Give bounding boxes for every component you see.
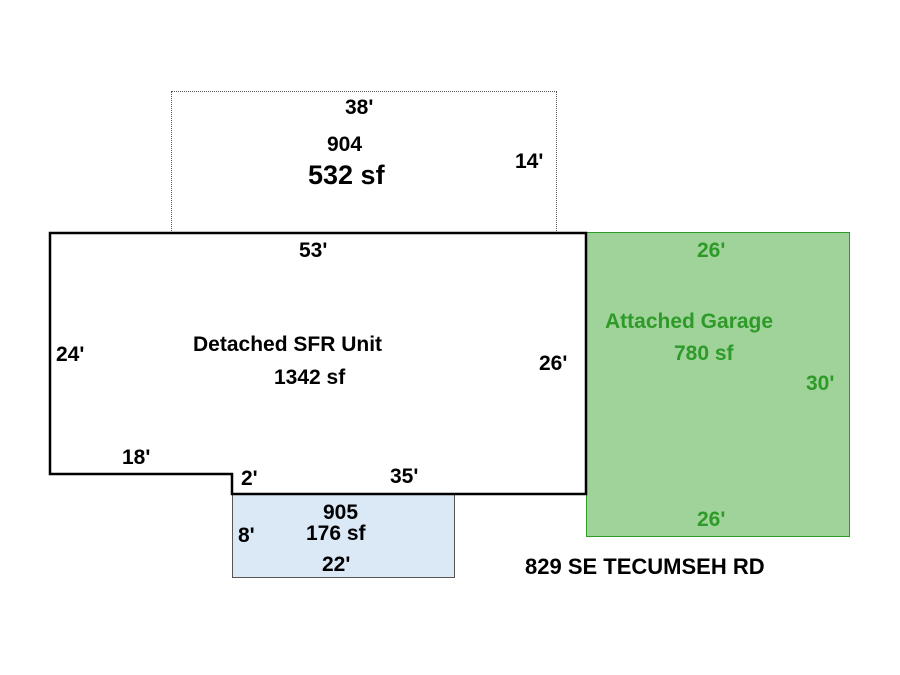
property-address: 829 SE TECUMSEH RD xyxy=(525,554,765,579)
main-right-label: 26' xyxy=(539,352,568,375)
upper-width-label: 38' xyxy=(345,96,374,119)
upper-code-label: 904 xyxy=(327,133,363,156)
detached-sfr-unit xyxy=(48,231,588,496)
garage-name: Attached Garage xyxy=(605,310,774,333)
garage-side-label: 30' xyxy=(806,372,835,395)
main-unit-name: Detached SFR Unit xyxy=(193,333,383,356)
upper-section-904 xyxy=(171,91,557,233)
main-bottom-left-label: 18' xyxy=(122,446,151,469)
addition-code-label: 905 xyxy=(323,501,359,524)
main-unit-area: 1342 sf xyxy=(274,366,346,389)
main-top-label: 53' xyxy=(299,239,328,262)
main-left-label: 24' xyxy=(56,343,85,366)
main-step-label: 2' xyxy=(241,467,258,490)
garage-top-label: 26' xyxy=(697,239,726,262)
addition-bottom-label: 22' xyxy=(322,553,351,576)
lower-section-905 xyxy=(232,494,455,578)
garage-area: 780 sf xyxy=(674,342,734,365)
garage-bottom-label: 26' xyxy=(697,508,726,531)
main-bottom-right-label: 35' xyxy=(390,465,419,488)
upper-depth-label: 14' xyxy=(515,150,544,173)
addition-area-label: 176 sf xyxy=(306,522,366,545)
attached-garage xyxy=(586,232,850,537)
upper-area-label: 532 sf xyxy=(308,160,385,190)
addition-side-label: 8' xyxy=(238,524,255,547)
